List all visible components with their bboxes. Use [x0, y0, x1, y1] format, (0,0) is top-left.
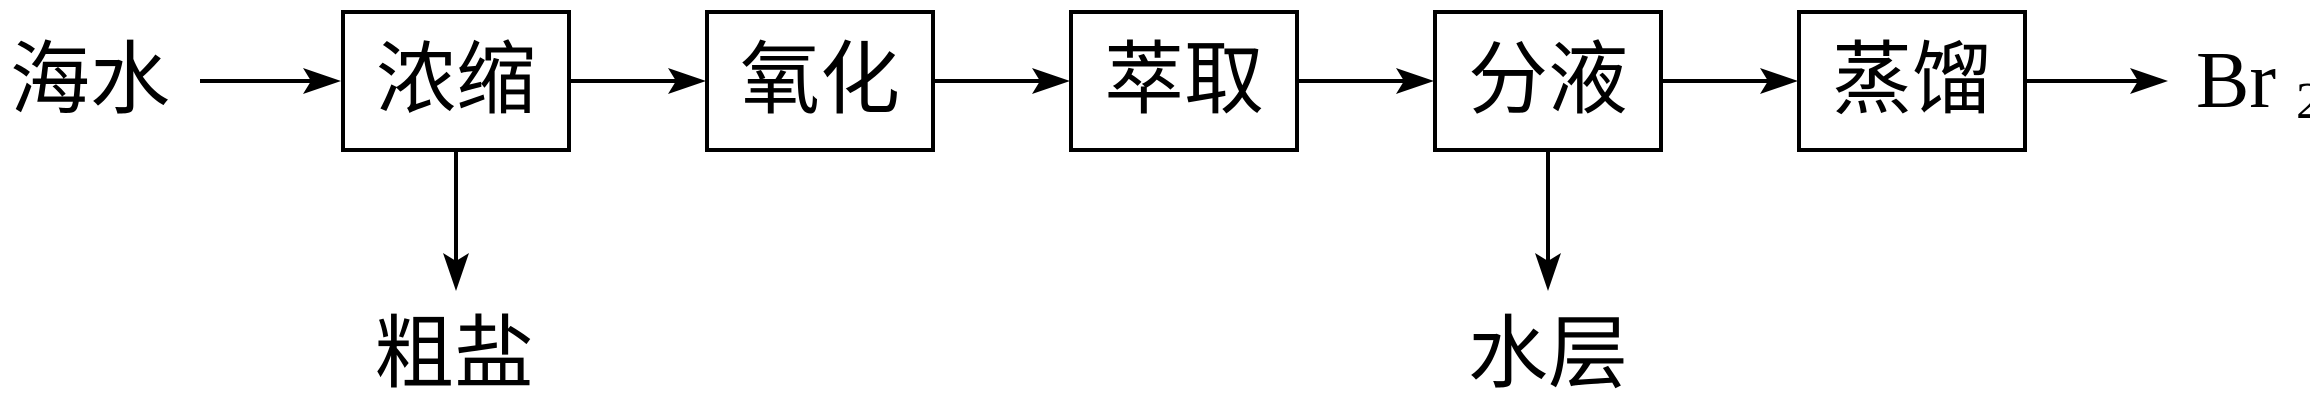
- step-box-2: 氧化: [705, 10, 935, 152]
- arrow-source-to-step-1: [200, 68, 341, 94]
- arrowhead: [1396, 68, 1434, 94]
- arrow-step-4-to-step-5: [1661, 68, 1798, 94]
- step-label-1: 浓缩: [376, 37, 536, 125]
- arrowhead: [303, 68, 341, 94]
- product-symbol: Br: [2196, 37, 2276, 125]
- byproduct-label-4: 水层: [1468, 311, 1628, 399]
- byproduct-label-1: 粗盐: [374, 311, 534, 399]
- step-box-frame: [1797, 10, 2027, 152]
- step-label-3: 萃取: [1104, 37, 1264, 125]
- step-box-3: 萃取: [1069, 10, 1299, 152]
- arrow-step-1-to-byproduct: [443, 150, 469, 291]
- arrowhead: [668, 68, 706, 94]
- arrow-step-1-to-step-2: [569, 68, 706, 94]
- arrow-step-3-to-step-4: [1297, 68, 1434, 94]
- product-subscript: 2: [2296, 73, 2310, 130]
- arrow-step-2-to-step-3: [933, 68, 1070, 94]
- product-label: Br 2: [2196, 37, 2310, 130]
- step-label-2: 氧化: [740, 37, 900, 125]
- arrowhead: [443, 253, 469, 291]
- step-label-5: 蒸馏: [1832, 37, 1992, 125]
- arrowhead: [1535, 253, 1561, 291]
- step-box-frame: [705, 10, 935, 152]
- arrowhead: [1760, 68, 1798, 94]
- step-box-1: 浓缩: [341, 10, 571, 152]
- source-label: 海水: [10, 37, 170, 125]
- arrow-step-5-to-product: [2025, 68, 2168, 94]
- step-label-4: 分液: [1468, 37, 1628, 125]
- arrowhead: [1032, 68, 1070, 94]
- step-box-4: 分液: [1433, 10, 1663, 152]
- arrow-step-4-to-byproduct: [1535, 150, 1561, 291]
- arrowhead: [2130, 68, 2168, 94]
- step-box-5: 蒸馏: [1797, 10, 2027, 152]
